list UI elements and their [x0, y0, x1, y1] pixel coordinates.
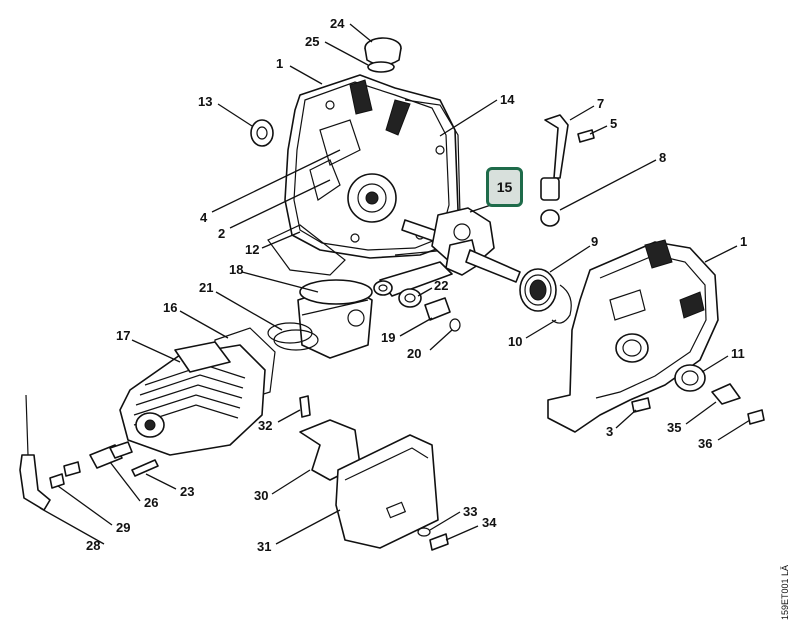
callout-1: 1 [276, 56, 283, 71]
piston-rings [267, 322, 319, 351]
callout-17: 17 [116, 328, 130, 343]
drawing-reference-code: 159ET001 LÄ [780, 564, 790, 620]
callout-10: 10 [508, 334, 522, 349]
callout-12: 12 [245, 242, 259, 257]
gasket [267, 224, 346, 276]
callout-14: 14 [500, 92, 515, 107]
piston-pin [424, 297, 451, 321]
callout-28: 28 [86, 538, 100, 553]
oil-pickup-tube [540, 114, 569, 227]
ignition-lead [19, 394, 65, 511]
callout-29: 29 [116, 520, 130, 535]
callout-36: 36 [698, 436, 712, 451]
callout-1-right: 1 [740, 234, 747, 249]
callout-5: 5 [610, 116, 617, 131]
callout-18: 18 [229, 262, 243, 277]
callout-7: 7 [597, 96, 604, 111]
callout-13: 13 [198, 94, 212, 109]
callout-30: 30 [254, 488, 268, 503]
callout-2: 2 [218, 226, 225, 241]
screw [747, 409, 765, 425]
callout-4: 4 [200, 210, 208, 225]
circlip [449, 318, 461, 332]
oil-seal-left [250, 119, 274, 147]
callout-33: 33 [463, 504, 477, 519]
callout-16: 16 [163, 300, 177, 315]
callout-20: 20 [407, 346, 421, 361]
callout-31: 31 [257, 539, 271, 554]
crankshaft [401, 207, 521, 283]
bearing-circlip [551, 284, 572, 324]
leader-lines [39, 23, 751, 545]
oil-seal-right [674, 364, 706, 392]
crankcase-half-right [547, 239, 719, 433]
stud-bolt [299, 395, 311, 418]
piston [297, 279, 373, 359]
screw [631, 397, 651, 413]
stud-bolt [131, 459, 159, 477]
crankcase-half-left [284, 74, 459, 259]
callout-32: 32 [258, 418, 272, 433]
callout-21: 21 [199, 280, 213, 295]
spark-plug [89, 441, 133, 469]
cover-part [711, 383, 741, 405]
callout-22: 22 [434, 278, 448, 293]
screw [429, 533, 449, 551]
callout-3: 3 [606, 424, 613, 439]
callout-11: 11 [731, 346, 745, 361]
screw [577, 129, 595, 143]
connecting-rod [373, 261, 453, 297]
callout-25: 25 [305, 34, 319, 49]
callout-24: 24 [330, 16, 345, 31]
spring-clip [63, 461, 81, 477]
callout-8: 8 [659, 150, 666, 165]
washer [417, 527, 431, 537]
callout-9: 9 [591, 234, 598, 249]
callout-19: 19 [381, 330, 395, 345]
highlighted-callout-15[interactable]: 15 [486, 167, 523, 207]
filler-cap [364, 37, 402, 66]
callout-labels: 24 25 1 13 14 7 5 8 4 2 12 9 1 18 21 22 … [86, 16, 747, 554]
muffler [335, 434, 439, 549]
callout-34: 34 [482, 515, 497, 530]
ball-bearing [519, 268, 557, 312]
callout-26: 26 [144, 495, 158, 510]
needle-cage [398, 288, 422, 308]
callout-35: 35 [667, 420, 681, 435]
callout-23: 23 [180, 484, 194, 499]
o-ring [367, 61, 395, 73]
cylinder [119, 341, 266, 456]
